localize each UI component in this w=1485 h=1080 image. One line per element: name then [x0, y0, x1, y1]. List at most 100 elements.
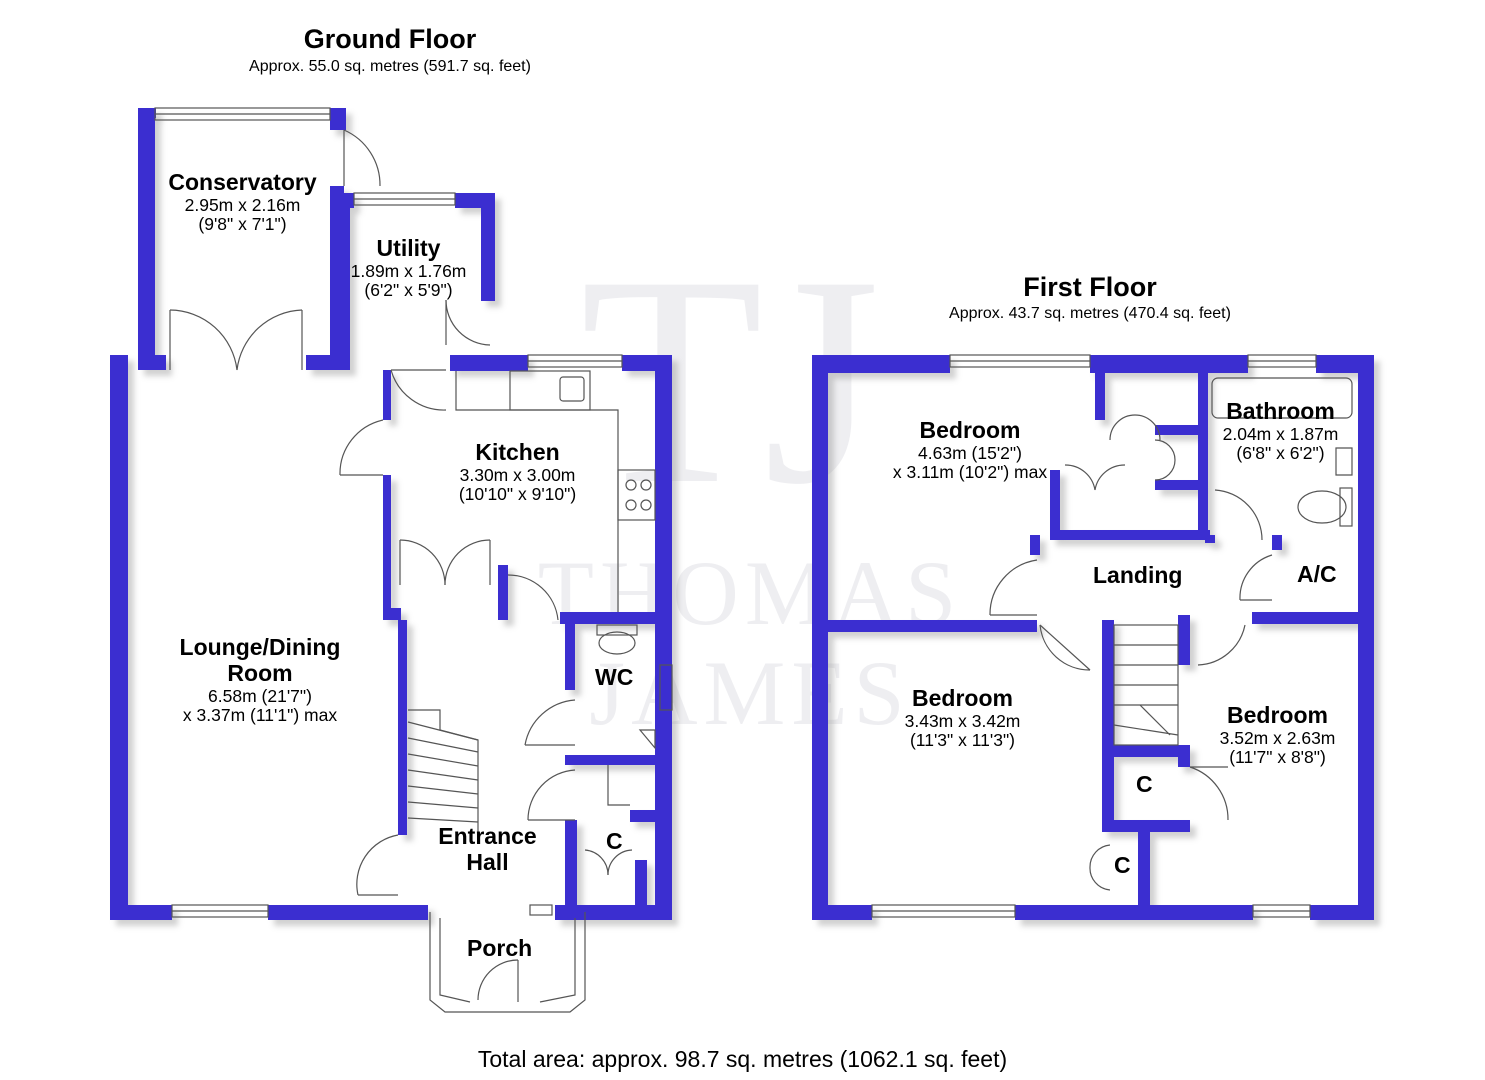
room-name: Bedroom: [1227, 702, 1328, 728]
wall: [560, 612, 672, 624]
wall: [1155, 425, 1205, 435]
room-utility: Utility 1.89m x 1.76m (6'2" x 5'9"): [336, 235, 481, 301]
room-dimensions-imperial: (11'7" x 8'8"): [1229, 747, 1326, 768]
room-dimensions-metric: 2.04m x 1.87m: [1222, 423, 1339, 444]
room-name: Bathroom: [1226, 398, 1335, 424]
wall: [330, 193, 354, 208]
room-bedroom-1: Bedroom 4.63m (15'2") x 3.11m (10'2") ma…: [875, 417, 1065, 483]
room-dimensions-metric: 3.30m x 3.00m: [459, 464, 576, 485]
wall: [1138, 830, 1150, 920]
wall: [1050, 530, 1210, 540]
wall: [655, 355, 672, 920]
wall: [1030, 535, 1040, 555]
room-dimensions-imperial: (6'2" x 5'9"): [364, 280, 453, 301]
room-bedroom-2: Bedroom 3.43m x 3.42m (11'3" x 11'3"): [880, 685, 1045, 751]
room-name-line1: Entrance: [438, 823, 537, 849]
wall: [1155, 480, 1205, 490]
wall: [138, 108, 155, 370]
wall: [1015, 905, 1253, 920]
room-lounge-dining: Lounge/Dining Room 6.58m (21'7") x 3.37m…: [140, 634, 380, 726]
room-cupboard: C: [606, 828, 623, 854]
room-name-line1: Lounge/Dining: [179, 634, 341, 660]
wall: [1358, 355, 1374, 920]
room-cupboard-2: C: [1114, 852, 1131, 878]
ground-floor-area: Approx. 55.0 sq. metres (591.7 sq. feet): [249, 58, 531, 75]
room-cupboard-1: C: [1136, 771, 1153, 797]
room-name: Kitchen: [475, 439, 560, 465]
room-wc: WC: [595, 664, 634, 690]
wall: [110, 905, 172, 920]
room-name-line2: Room: [227, 659, 293, 686]
wall: [1102, 745, 1190, 757]
room-dimensions-imperial: x 3.11m (10'2") max: [892, 462, 1048, 483]
wall: [1205, 535, 1215, 543]
wall: [565, 755, 672, 765]
room-dimensions-metric: 2.95m x 2.16m: [184, 194, 301, 215]
wall: [1095, 370, 1105, 420]
wall: [1050, 470, 1060, 535]
total-area: Total area: approx. 98.7 sq. metres (106…: [477, 1046, 1008, 1072]
wall: [812, 355, 828, 920]
wall: [812, 905, 872, 920]
room-landing: Landing: [1093, 562, 1183, 588]
wall: [383, 608, 401, 620]
room-porch: Porch: [467, 935, 533, 961]
room-dimensions-imperial: (6'8" x 6'2"): [1236, 443, 1325, 464]
wall: [383, 475, 391, 620]
wall: [812, 620, 1037, 632]
room-dimensions-metric: 1.89m x 1.76m: [350, 260, 467, 281]
wall: [630, 810, 672, 822]
wall: [498, 565, 508, 620]
wall: [138, 355, 166, 370]
room-dimensions-metric: 3.43m x 3.42m: [904, 710, 1021, 731]
room-entrance-hall: Entrance Hall: [425, 823, 550, 876]
room-bathroom: Bathroom 2.04m x 1.87m (6'8" x 6'2"): [1208, 398, 1353, 464]
room-dimensions-metric: 4.63m (15'2"): [918, 442, 1022, 463]
wall: [1310, 905, 1374, 920]
room-dimensions-metric: 3.52m x 2.63m: [1219, 727, 1336, 748]
room-bedroom-3: Bedroom 3.52m x 2.63m (11'7" x 8'8"): [1200, 702, 1355, 768]
wall: [1102, 620, 1114, 830]
room-name: Conservatory: [168, 169, 317, 195]
wall: [555, 905, 672, 920]
wall: [1178, 745, 1190, 767]
ground-floor-fixtures: [154, 107, 673, 1013]
room-dimensions-metric: 6.58m (21'7"): [208, 685, 312, 706]
room-name: Bedroom: [919, 417, 1021, 443]
ground-floor-plan: [110, 108, 672, 920]
room-dimensions-imperial: x 3.37m (11'1") max: [182, 705, 338, 726]
room-conservatory: Conservatory 2.95m x 2.16m (9'8" x 7'1"): [150, 169, 335, 235]
first-floor-fixtures: [871, 354, 1353, 918]
room-dimensions-imperial: (10'10" x 9'10"): [458, 484, 577, 505]
wall: [1102, 820, 1190, 832]
first-floor-area: Approx. 43.7 sq. metres (470.4 sq. feet): [949, 305, 1231, 322]
wall: [1178, 615, 1190, 665]
wall: [330, 193, 350, 370]
wall: [408, 905, 428, 920]
room-name-line2: Hall: [466, 848, 509, 875]
wall: [565, 620, 575, 690]
ground-floor-title: Ground Floor: [303, 24, 477, 54]
wall: [450, 355, 528, 371]
room-kitchen: Kitchen 3.30m x 3.00m (10'10" x 9'10"): [420, 439, 615, 505]
wall: [383, 370, 391, 420]
wall: [1090, 355, 1248, 373]
first-floor-plan: [812, 355, 1374, 920]
first-floor-title: First Floor: [1023, 272, 1157, 302]
wall: [812, 355, 950, 373]
room-name: Bedroom: [912, 685, 1013, 711]
watermark-line2: JAMES: [589, 642, 911, 744]
wall: [110, 355, 128, 920]
wall: [565, 820, 577, 920]
wall: [330, 108, 346, 130]
room-name: Utility: [376, 235, 441, 261]
room-dimensions-imperial: (9'8" x 7'1"): [198, 214, 287, 235]
wall: [1252, 612, 1374, 624]
wall: [268, 905, 408, 920]
wall: [1198, 370, 1208, 535]
wall: [1272, 535, 1282, 550]
room-dimensions-imperial: (11'3" x 11'3"): [909, 730, 1016, 751]
wall: [138, 108, 156, 118]
wall: [398, 620, 407, 835]
